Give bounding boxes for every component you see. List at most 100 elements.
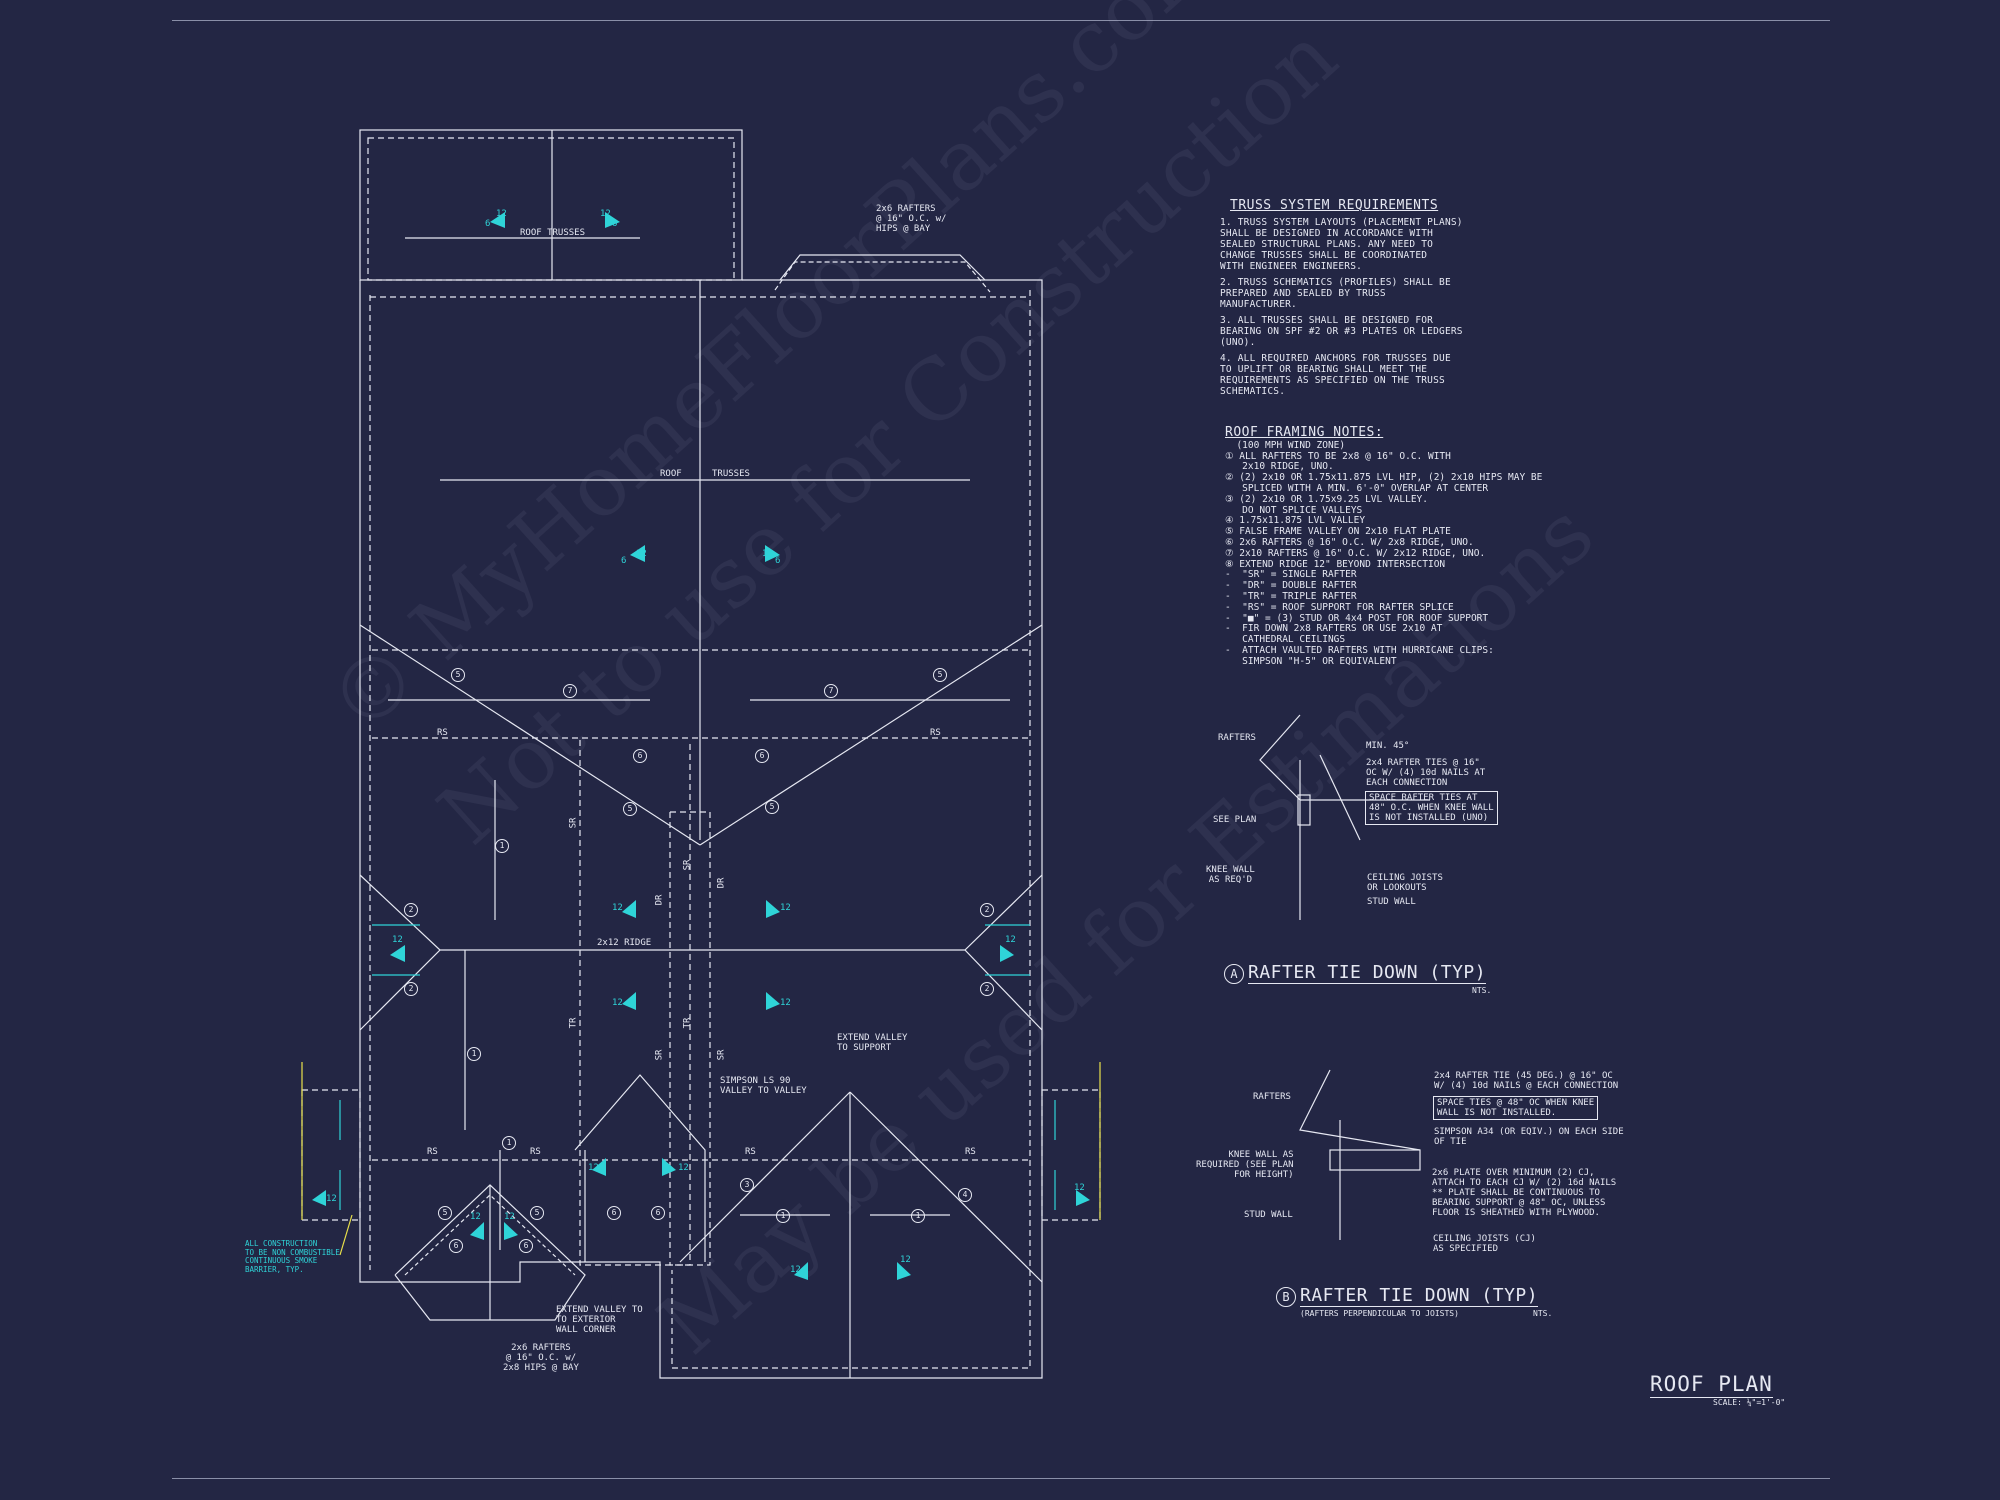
framing-line: ⑤ FALSE FRAME VALLEY ON 2x10 FLAT PLATE [1225,526,1451,538]
detail-a-rafters: RAFTERS [1218,733,1256,743]
framing-line: ⑦ 2x10 RAFTERS @ 16" O.C. W/ 2x12 RIDGE,… [1225,547,1486,559]
framing-line: 2x10 RIDGE, UNO. [1225,461,1334,473]
main-roof-outline [359,279,1043,1379]
detail-b-title: RAFTER TIE DOWN (TYP) [1300,1285,1539,1307]
callout-5: 5 [765,800,779,814]
pitch-rise: 12 [1074,1183,1085,1193]
detail-b-plate: 2x6 PLATE OVER MINIMUM (2) CJ, ATTACH TO… [1432,1168,1617,1218]
framing-line: - "DR" = DOUBLE RAFTER [1225,580,1357,592]
detail-a-stud: STUD WALL [1367,897,1416,907]
pitch-run: 6 [775,556,781,566]
pitch-rise: 12 [780,998,791,1008]
pitch-run: 6 [485,219,491,229]
roof-trusses-main-label-a: ROOF [660,469,682,479]
sheet-title: ROOF PLAN [1650,1372,1773,1398]
pitch-rise: 12 [762,549,773,559]
rs-tag: RS [437,728,448,738]
detail-a-mark: A [1224,964,1244,984]
callout-1: 1 [502,1136,516,1150]
detail-b-knee: KNEE WALL AS REQUIRED (SEE PLAN FOR HEIG… [1196,1150,1294,1180]
pitch-rise: 12 [1005,935,1016,945]
detail-b-stud: STUD WALL [1244,1210,1293,1220]
pitch-rise: 12 [392,935,403,945]
callout-5: 5 [933,668,947,682]
framing-line: - "RS" = ROOF SUPPORT FOR RAFTER SPLICE [1225,601,1454,613]
framing-line: ⑧ EXTEND RIDGE 12" BEYOND INTERSECTION [1225,558,1446,570]
pitch-run: 6 [621,556,627,566]
sheet-border-top [172,20,1830,21]
tr-tag: TR [682,1017,693,1029]
framing-line: ④ 1.75x11.875 LVL VALLEY [1225,515,1366,527]
framing-line: SPLICED WITH A MIN. 6'-0" OVERLAP AT CEN… [1225,482,1489,494]
simpson-valley-note: SIMPSON LS 90 VALLEY TO VALLEY [720,1076,807,1096]
truss-note: 1. TRUSS SYSTEM LAYOUTS (PLACEMENT PLANS… [1220,217,1463,272]
pitch-rise: 12 [326,1194,337,1204]
detail-b-subtitle: (RAFTERS PERPENDICULAR TO JOISTS) [1300,1309,1459,1318]
bay-note-top: 2x6 RAFTERS @ 16" O.C. w/ HIPS @ BAY [876,204,947,234]
framing-line: - FIR DOWN 2x8 RAFTERS OR USE 2x10 AT [1225,623,1443,635]
truss-requirements: TRUSS SYSTEM REQUIREMENTS 1. TRUSS SYSTE… [1220,198,1550,402]
pitch-rise: 12 [600,209,611,219]
roof-framing-notes: ROOF FRAMING NOTES: (100 MPH WIND ZONE) … [1225,425,1555,668]
callout-6: 6 [755,749,769,763]
pitch-rise: 12 [900,1255,911,1265]
callout-1: 1 [911,1209,925,1223]
framing-line: CATHEDRAL CEILINGS [1225,634,1346,646]
pitch-rise: 12 [678,1163,689,1173]
callout-3: 3 [740,1178,754,1192]
framing-line: - ATTACH VAULTED RAFTERS WITH HURRICANE … [1225,644,1494,656]
pitch-rise: 12 [504,1212,515,1222]
callout-5: 5 [623,802,637,816]
sr-tag: SR [716,1049,727,1061]
callout-6: 6 [607,1206,621,1220]
callout-1: 1 [467,1047,481,1061]
pitch-rise: 12 [790,1265,801,1275]
tr-tag: TR [568,1017,579,1029]
truss-note: 2. TRUSS SCHEMATICS (PROFILES) SHALL BE … [1220,277,1451,310]
framing-line: - "TR" = TRIPLE RAFTER [1225,590,1357,602]
framing-line: ② (2) 2x10 OR 1.75x11.875 LVL HIP, (2) 2… [1225,472,1543,484]
callout-6: 6 [651,1206,665,1220]
callout-2: 2 [980,982,994,996]
truss-heading: TRUSS SYSTEM REQUIREMENTS [1230,198,1439,213]
callout-5: 5 [438,1206,452,1220]
detail-b-rafters: RAFTERS [1253,1092,1291,1102]
callout-2: 2 [404,903,418,917]
detail-a-see-plan: SEE PLAN [1213,815,1257,825]
detail-a-min: MIN. 45° [1366,741,1410,751]
dr-tag: DR [654,894,665,906]
rs-tag: RS [745,1147,756,1157]
sr-tag: SR [682,859,693,871]
smoke-barrier-note: ALL CONSTRUCTION TO BE NON COMBUSTIBLE C… [245,1239,340,1274]
truss-note: 3. ALL TRUSSES SHALL BE DESIGNED FOR BEA… [1220,315,1463,348]
pitch-rise: 12 [470,1212,481,1222]
callout-6: 6 [633,749,647,763]
pitch-rise: 12 [612,903,623,913]
extend-valley-support-note: EXTEND VALLEY TO SUPPORT [837,1033,908,1053]
callout-7: 7 [824,684,838,698]
callout-5: 5 [451,668,465,682]
callout-1: 1 [776,1209,790,1223]
detail-b-mark: B [1276,1287,1296,1307]
bay-note-bottom: 2x6 RAFTERS @ 16" O.C. w/ 2x8 HIPS @ BAY [503,1343,579,1373]
callout-6: 6 [519,1239,533,1253]
sr-tag: SR [654,1049,665,1061]
detail-b-nts: NTS. [1533,1309,1553,1318]
framing-line: - "SR" = SINGLE RAFTER [1225,569,1357,581]
pitch-rise: 12 [588,1163,599,1173]
callout-4: 4 [958,1188,972,1202]
callout-2: 2 [404,982,418,996]
callout-1: 1 [495,839,509,853]
framing-line: ① ALL RAFTERS TO BE 2x8 @ 16" O.C. WITH [1225,450,1451,462]
callout-5: 5 [530,1206,544,1220]
detail-a-nts: NTS. [1472,986,1492,995]
detail-a-ties: 2x4 RAFTER TIES @ 16" OC W/ (4) 10d NAIL… [1366,758,1486,788]
roof-trusses-top-label: ROOF TRUSSES [520,228,586,238]
framing-heading: ROOF FRAMING NOTES: [1225,425,1384,440]
garage-roof-outline [359,129,743,281]
detail-a-title: RAFTER TIE DOWN (TYP) [1248,962,1487,984]
detail-a-knee: KNEE WALL AS REQ'D [1206,865,1255,885]
rs-tag: RS [965,1147,976,1157]
rs-tag: RS [930,728,941,738]
